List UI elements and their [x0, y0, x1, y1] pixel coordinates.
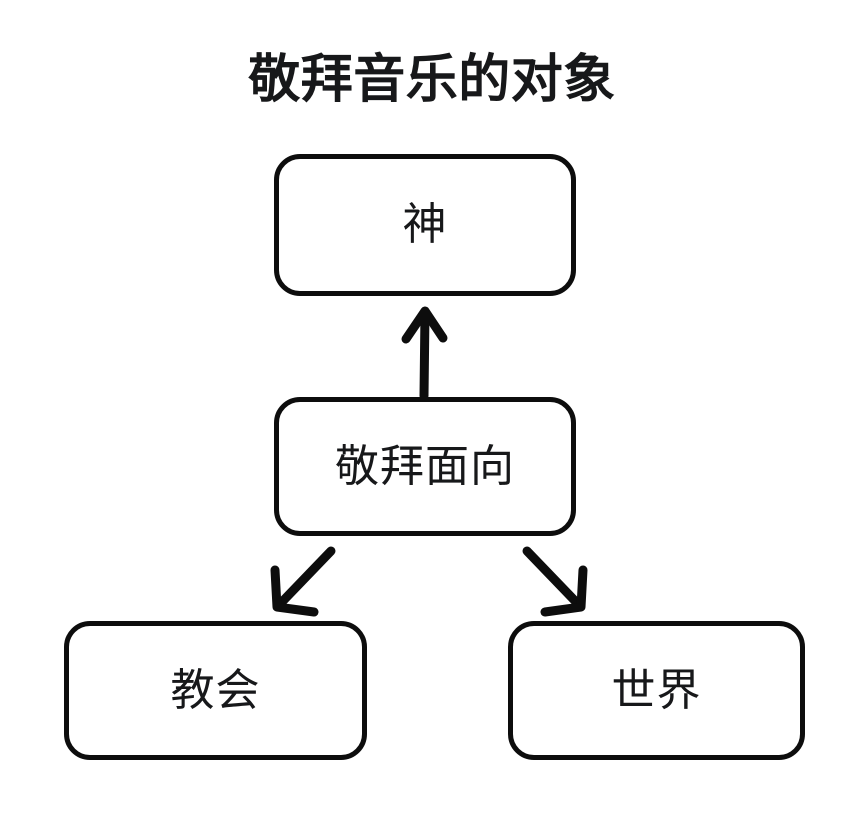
arrow-shaft-up: [419, 307, 430, 401]
arrow-shaft-down-right: [522, 546, 583, 609]
node-god-label: 神: [402, 200, 448, 249]
node-worship-aspect[interactable]: 敬拜面向: [274, 397, 576, 536]
node-world[interactable]: 世界: [508, 621, 805, 760]
page-title: 敬拜音乐的对象: [248, 51, 616, 109]
node-church[interactable]: 教会: [64, 621, 367, 760]
arrow-head-up-icon: [401, 306, 448, 344]
node-world-label: 世界: [611, 665, 702, 715]
arrow-head-down-left-icon: [270, 565, 319, 617]
node-god[interactable]: 神: [274, 154, 576, 296]
arrow-aspect-to-church: [270, 546, 336, 617]
node-church-label: 教会: [170, 665, 261, 715]
node-worship-aspect-label: 敬拜面向: [335, 441, 515, 491]
arrow-shaft-down-left: [275, 546, 336, 609]
arrow-aspect-to-world: [522, 546, 588, 617]
arrow-head-down-right-icon: [540, 565, 588, 617]
arrow-aspect-to-god: [401, 306, 448, 401]
